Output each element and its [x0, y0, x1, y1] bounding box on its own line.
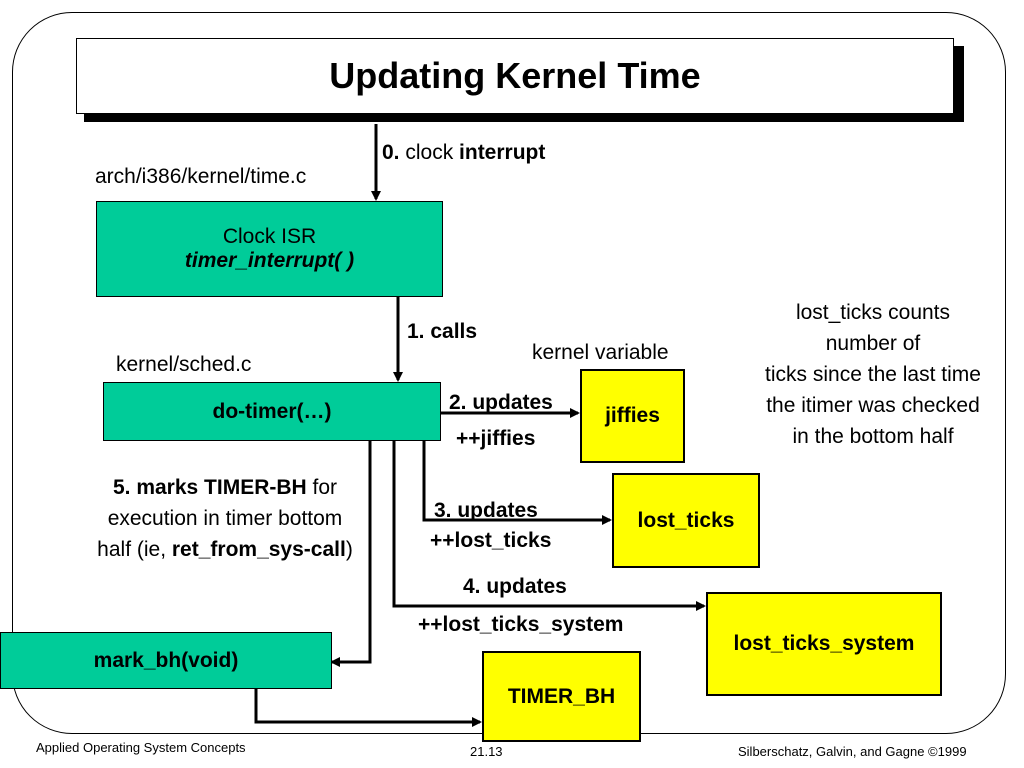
arrow-updates-lost-ticks-system: [392, 441, 706, 611]
inc-lost-ticks-system-label: ++lost_ticks_system: [418, 613, 624, 636]
note-line-3: ticks since the last time: [765, 363, 981, 386]
file-sched-label: kernel/sched.c: [116, 353, 252, 376]
note-line-4: the itimer was checked: [766, 394, 980, 417]
marks-line-3c: ): [345, 538, 353, 561]
lost-ticks-box: lost_ticks: [612, 473, 760, 568]
clock-step-number: 0.: [382, 141, 400, 164]
jiffies-box: jiffies: [580, 369, 685, 463]
ret-from-sys-call: ret_from_sys-call: [171, 538, 346, 561]
marks-line-3a: half (ie,: [97, 538, 172, 561]
slide-title: Updating Kernel Time: [76, 38, 954, 114]
marks-timer-bh-label: 5. marks TIMER-BH for execution in timer…: [40, 472, 410, 565]
marks-prefix: 5. marks TIMER-BH: [112, 476, 307, 499]
note-line-5: in the bottom half: [792, 425, 954, 448]
footer-right: Silberschatz, Galvin, and Gagne ©1999: [738, 744, 967, 759]
clock-isr-function: timer_interrupt( ): [184, 249, 355, 272]
arrow-updates-lost-ticks: [422, 441, 612, 525]
note-line-2: number of: [825, 332, 921, 355]
updates-3-label: 3. updates: [434, 499, 538, 522]
updates-2-label: 2. updates: [449, 391, 553, 414]
arrow-marks-bh: [330, 441, 372, 667]
marks-line-2: execution in timer bottom: [107, 507, 343, 530]
arrow-timer-bh: [254, 689, 482, 727]
updates-4-label: 4. updates: [463, 575, 567, 598]
kernel-variable-label: kernel variable: [532, 341, 669, 364]
lost-ticks-note: lost_ticks counts number of ticks since …: [738, 297, 1008, 452]
clock-interrupt-label: 0. clock interrupt: [382, 141, 545, 165]
calls-label: 1. calls: [407, 320, 478, 343]
clock-word: clock: [399, 141, 460, 164]
clock-isr-title: Clock ISR: [222, 225, 317, 248]
interrupt-word: interrupt: [459, 141, 546, 164]
marks-for: for: [306, 476, 338, 499]
lost-ticks-system-box: lost_ticks_system: [706, 592, 942, 696]
mark-bh-box: mark_bh(void): [0, 632, 332, 689]
timer-bh-box: TIMER_BH: [482, 651, 641, 742]
footer-page-number: 21.13: [470, 744, 503, 759]
file-time-label: arch/i386/kernel/time.c: [95, 165, 307, 188]
clock-isr-box: Clock ISR timer_interrupt( ): [96, 201, 443, 297]
note-line-1: lost_ticks counts: [795, 301, 951, 324]
footer-left: Applied Operating System Concepts: [36, 740, 246, 755]
inc-lost-ticks-label: ++lost_ticks: [430, 529, 552, 552]
inc-jiffies-label: ++jiffies: [456, 427, 536, 450]
do-timer-box: do-timer(…): [103, 382, 441, 441]
